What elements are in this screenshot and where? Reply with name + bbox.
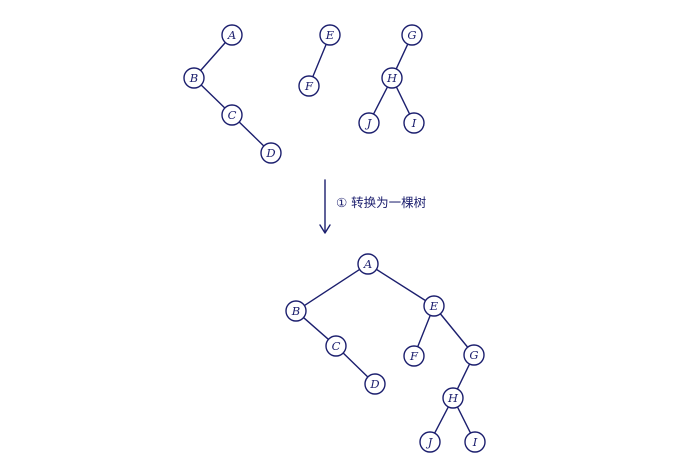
forest-node-label-i: I [411,116,417,130]
converted_tree-node-e [423,295,445,317]
forest-edge-e-f [312,43,327,78]
forest-node-d [260,142,282,164]
forest-node-label-h: H [386,71,398,85]
converted_tree-edge-c-d [342,352,369,378]
converted_tree-node-j [419,431,441,453]
forest-node-label-c: C [228,108,237,122]
converted_tree-node-c [325,335,347,357]
converted_tree-node-h [442,387,464,409]
converted_tree-node-label-a: A [363,257,372,271]
forest-node-f [298,75,320,97]
forest: A B C D E F G H J I [183,24,425,164]
converted_tree-node-label-c: C [332,339,341,353]
converted_tree-node-i [464,431,486,453]
forest-edge-g-h [395,43,409,70]
converted_tree-node-label-e: E [429,299,439,313]
converted_tree-node-label-j: J [426,435,434,449]
forest-edge-b-c [200,84,226,109]
forest-edge-a-b [199,41,227,72]
converted_tree-edge-h-j [433,406,450,434]
converted_tree-edge-e-f [417,314,431,348]
forest-node-j [358,112,380,134]
forest-edge-c-d [238,121,265,147]
forest-node-label-j: J [365,116,373,130]
forest-node-label-g: G [407,28,416,42]
converted_tree-node-label-f: F [409,349,419,363]
forest-node-i [403,112,425,134]
converted_tree-node-g [463,344,485,366]
converted_tree-edge-e-g [439,313,469,348]
forest-node-b [183,67,205,89]
converted_tree-node-label-i: I [472,435,478,449]
conversion-arrow [319,179,331,234]
converted_tree-edge-g-h [456,363,471,390]
forest-node-label-e: E [325,28,335,42]
converted_tree-edge-h-i [456,406,472,434]
forest-node-label-b: B [189,71,198,85]
forest-node-h [381,67,403,89]
converted_tree-node-label-b: B [291,304,300,318]
converted_tree-node-d [364,373,386,395]
forest-edge-h-i [395,86,411,115]
converted_tree-edge-b-c [302,316,330,341]
forest-node-g [401,24,423,46]
converted_tree-edge-a-b [303,268,361,307]
converted_tree-node-b [285,300,307,322]
forest-node-a [221,24,243,46]
forest-node-c [221,104,243,126]
converted_tree-node-label-h: H [447,391,459,405]
forest-node-e [319,24,341,46]
converted_tree-node-label-d: D [369,377,379,391]
forest-edge-h-j [372,86,389,115]
converted-tree: A B C D E F G H J I [285,253,486,453]
converted_tree-node-label-g: G [469,348,478,362]
conversion-annotation: ① 转换为一棵树 [336,195,426,210]
converted_tree-node-a [357,253,379,275]
forest-node-label-a: A [227,28,236,42]
converted_tree-node-f [403,345,425,367]
converted_tree-edge-a-e [375,268,427,302]
forest-node-label-f: F [304,79,314,93]
forest-node-label-d: D [265,146,275,160]
